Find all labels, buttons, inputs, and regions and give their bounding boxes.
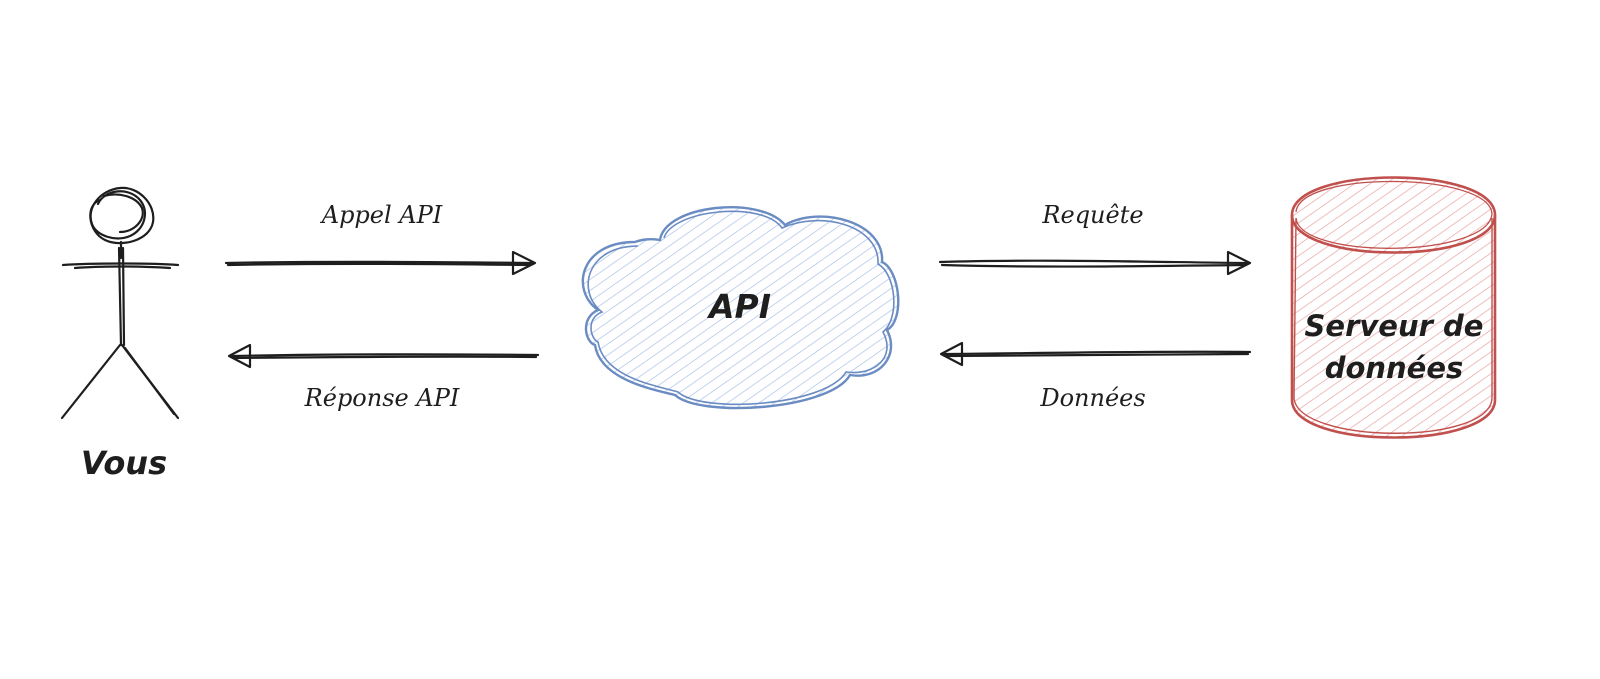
user-body-double bbox=[121, 246, 126, 347]
arrow-api-call bbox=[224, 250, 537, 276]
api-cloud-icon bbox=[581, 206, 900, 410]
node-label-api: API bbox=[708, 287, 772, 326]
arrow-data bbox=[939, 341, 1252, 367]
node-label-server-line1: Serveur de bbox=[1304, 309, 1484, 343]
arrowhead-right-icon bbox=[1226, 250, 1252, 276]
edge-label-data: Données bbox=[1040, 384, 1146, 412]
user-stick-figure-icon bbox=[60, 186, 180, 420]
server-database-icon bbox=[1290, 176, 1497, 439]
api-cloud-fill bbox=[582, 207, 899, 409]
api-cloud-outline bbox=[581, 206, 900, 410]
node-label-user: Vous bbox=[80, 444, 168, 482]
server-cylinder-top bbox=[1290, 176, 1497, 254]
server-cylinder-top-sketch bbox=[1295, 180, 1493, 249]
edge-label-request: Requête bbox=[1042, 201, 1144, 229]
edge-label-api-call: Appel API bbox=[321, 201, 443, 229]
user-body bbox=[117, 246, 123, 347]
node-label-server: Serveur de données bbox=[1305, 305, 1484, 389]
user-arms-inner bbox=[73, 265, 172, 270]
user-head bbox=[89, 186, 155, 245]
server-cylinder-body bbox=[1290, 215, 1497, 439]
arrowhead-left-icon bbox=[227, 343, 252, 369]
arrow-request bbox=[938, 250, 1252, 276]
arrowhead-right-icon bbox=[511, 250, 537, 276]
arrow-api-response bbox=[227, 343, 540, 369]
arrowhead-left-icon bbox=[939, 341, 964, 367]
api-cloud-outline-sketch bbox=[587, 210, 895, 406]
server-cylinder-fill bbox=[1292, 177, 1495, 438]
node-label-server-line2: données bbox=[1324, 351, 1464, 385]
user-right-leg-double bbox=[123, 346, 176, 416]
server-cylinder-body-sketch bbox=[1293, 217, 1493, 434]
user-left-leg bbox=[60, 343, 122, 420]
edge-label-api-response: Réponse API bbox=[304, 384, 460, 412]
user-head-scribble bbox=[102, 193, 144, 234]
user-arms bbox=[61, 262, 180, 267]
